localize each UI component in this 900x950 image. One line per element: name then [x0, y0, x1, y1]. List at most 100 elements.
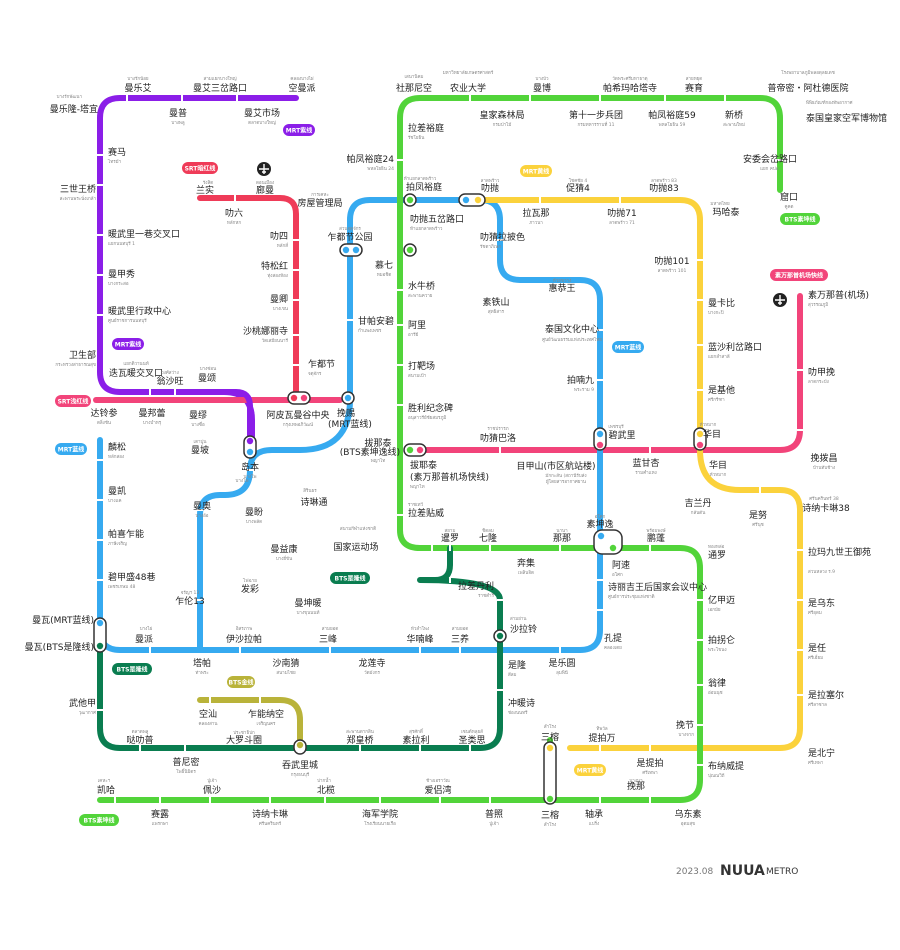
- station-label[interactable]: 七隆: [479, 532, 497, 544]
- station-label[interactable]: 翁律: [708, 677, 726, 689]
- station-label[interactable]: 暹罗: [441, 533, 459, 544]
- station-label[interactable]: 通罗: [708, 550, 726, 561]
- station-label[interactable]: 是隆: [508, 659, 526, 671]
- station-label[interactable]: 轴承: [585, 808, 603, 820]
- station-label[interactable]: 曼凯: [108, 485, 126, 497]
- station-label[interactable]: 三养: [451, 633, 469, 645]
- station-label[interactable]: 沙桃娜丽寺: [243, 325, 288, 337]
- station-label[interactable]: 曼乐艾: [124, 82, 151, 94]
- station-label[interactable]: 发彩: [241, 583, 259, 595]
- station-label[interactable]: 空汕: [199, 708, 217, 720]
- station-label[interactable]: (MRT蓝线): [328, 418, 372, 430]
- station-label[interactable]: 帕希玛哈塔寺: [603, 82, 657, 94]
- station-label[interactable]: 三世王桥: [60, 183, 96, 195]
- station-label[interactable]: 是乐圆: [548, 657, 575, 669]
- station-label[interactable]: 社那尼空: [396, 82, 432, 94]
- station-label[interactable]: 素铁山: [482, 296, 509, 308]
- station-label[interactable]: 是乌东: [808, 597, 835, 609]
- station-label[interactable]: 曼瓦(BTS是隆线): [25, 641, 94, 653]
- station-label[interactable]: 曼颂: [198, 373, 216, 384]
- station-label[interactable]: 麟松: [108, 441, 126, 453]
- station-label[interactable]: 叻抛71: [607, 207, 636, 219]
- station-label[interactable]: 惠恭王: [548, 282, 575, 294]
- station-label[interactable]: 叻六: [225, 207, 243, 219]
- station-label[interactable]: 新桥: [725, 109, 743, 121]
- station-label[interactable]: 叻抛: [481, 182, 499, 194]
- station-label[interactable]: 达铃参: [90, 407, 117, 419]
- station-label[interactable]: 凯哈: [97, 784, 115, 796]
- station-label[interactable]: 普尼密: [172, 756, 199, 768]
- station-label[interactable]: 拔那泰: [364, 437, 391, 449]
- station-label[interactable]: 蓝沙利岔路口: [708, 341, 762, 353]
- station-label[interactable]: (BTS素坤逸线): [340, 446, 400, 458]
- station-label[interactable]: 曼艾市场: [244, 107, 280, 119]
- station-label[interactable]: 暖武里行政中心: [108, 305, 171, 317]
- station-label[interactable]: 曼坡: [191, 444, 209, 456]
- station-label[interactable]: 安委会岔路口: [743, 153, 797, 165]
- station-label[interactable]: 北榄: [317, 784, 335, 796]
- station-label[interactable]: 是努: [749, 509, 767, 521]
- station-label[interactable]: 郑皇桥: [346, 734, 373, 746]
- station-label[interactable]: 叻甲挽: [808, 366, 835, 378]
- station-label[interactable]: 廊曼: [256, 184, 274, 196]
- station-label[interactable]: 普照: [485, 808, 503, 820]
- station-label[interactable]: 叻猜巴洛: [480, 432, 516, 444]
- station-label[interactable]: 是提拍: [636, 757, 663, 769]
- station-label[interactable]: 素万那普(机场): [808, 289, 869, 301]
- station-label[interactable]: 曼缪: [189, 410, 207, 421]
- station-label[interactable]: 拉差裕庭: [408, 122, 444, 134]
- station-label[interactable]: (素万那普机场快线): [410, 471, 489, 483]
- station-label[interactable]: 提拍万: [588, 732, 615, 744]
- station-label[interactable]: 拍喃九: [567, 374, 594, 386]
- station-label[interactable]: 圣类思: [458, 734, 485, 746]
- station-label[interactable]: 国家运动场: [333, 541, 378, 553]
- station-label[interactable]: 赛露: [151, 808, 169, 820]
- station-label[interactable]: 哒叻普: [126, 734, 153, 746]
- station-label[interactable]: 华目: [709, 459, 727, 471]
- station-label[interactable]: 是北宁: [808, 747, 835, 759]
- station-label[interactable]: 挽拨昌: [810, 452, 837, 464]
- station-label[interactable]: 曼盼: [245, 507, 263, 518]
- station-label[interactable]: 窟口: [780, 191, 798, 203]
- station-label[interactable]: 叻猜拉披色: [480, 231, 525, 243]
- station-label[interactable]: 岛本: [241, 461, 259, 473]
- station-label[interactable]: 促猜4: [566, 182, 590, 194]
- station-label[interactable]: 暖武里一巷交叉口: [108, 228, 180, 240]
- station-label[interactable]: 打靶场: [408, 360, 435, 372]
- station-label[interactable]: 冲暖诗: [508, 697, 535, 709]
- station-label[interactable]: 帕喜乍能: [108, 528, 144, 540]
- station-label[interactable]: 普帝密・阿杜德医院: [767, 82, 848, 94]
- station-label[interactable]: 是基他: [708, 384, 735, 396]
- station-label[interactable]: 阿速: [612, 560, 630, 571]
- station-label[interactable]: 拍拐仑: [708, 634, 735, 646]
- station-label[interactable]: 赛育: [685, 82, 703, 94]
- station-label[interactable]: 泰国皇家空军博物馆: [806, 112, 887, 124]
- station-label[interactable]: 阿里: [408, 320, 426, 331]
- station-label[interactable]: 华目: [703, 428, 721, 440]
- station-label[interactable]: 三榕: [541, 809, 559, 821]
- station-label[interactable]: 叻抛101: [654, 255, 689, 267]
- station-label[interactable]: 拉差丹利: [458, 580, 494, 592]
- station-label[interactable]: 诗纳卡琳: [252, 808, 288, 820]
- station-label[interactable]: 鹏蓬: [647, 532, 665, 544]
- station-label[interactable]: 华喃峰: [406, 633, 433, 645]
- station-label[interactable]: 龙莲寺: [358, 657, 385, 669]
- station-label[interactable]: 房屋管理局: [297, 197, 342, 209]
- station-label[interactable]: 那那: [553, 533, 571, 544]
- station-label[interactable]: 迭瓦暖交叉口: [109, 367, 163, 379]
- station-label[interactable]: 曼卡比: [708, 297, 735, 309]
- station-label[interactable]: 素坤逸: [586, 518, 613, 530]
- station-label[interactable]: 胜利纪念碑: [408, 402, 453, 414]
- station-label[interactable]: 吉兰丹: [684, 497, 711, 509]
- station-label[interactable]: 诗琳通: [300, 496, 327, 508]
- station-label[interactable]: 翁沙旺: [156, 375, 183, 387]
- station-label[interactable]: 曼益康: [270, 543, 297, 555]
- station-label[interactable]: 帕凤裕庭59: [648, 109, 696, 121]
- station-label[interactable]: 吞武里城: [282, 759, 318, 771]
- station-label[interactable]: 曼派: [135, 634, 153, 645]
- station-label[interactable]: 碧武里: [608, 429, 635, 441]
- station-label[interactable]: 蓝甘杏: [632, 457, 659, 469]
- station-label[interactable]: 曼艾三岔路口: [193, 82, 247, 94]
- station-label[interactable]: 曼普: [169, 107, 187, 119]
- station-label[interactable]: 孔提: [604, 633, 622, 644]
